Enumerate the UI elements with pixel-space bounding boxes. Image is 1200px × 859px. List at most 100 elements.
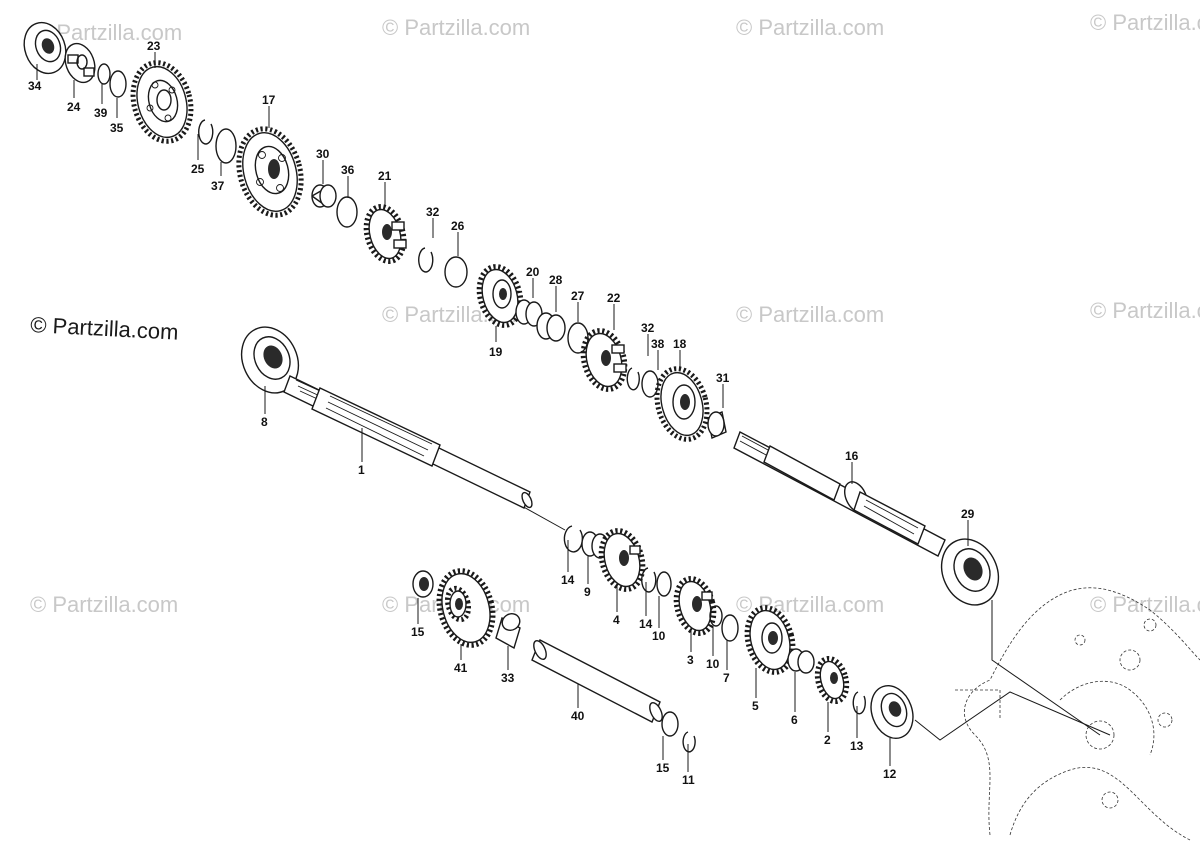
countershaft-assembly (733, 431, 1000, 606)
part-label-16: 16 (845, 449, 859, 463)
bearing-12 (870, 685, 914, 739)
part-label-8: 8 (261, 415, 268, 429)
part-label-30: 30 (316, 147, 330, 161)
watermark: © Partzilla.com (1090, 10, 1200, 35)
watermark-dark: © Partzilla.com (30, 312, 179, 345)
watermark: © Partzilla.com (736, 302, 884, 327)
part-label-20: 20 (526, 265, 540, 279)
crankcase-outline (955, 587, 1200, 841)
bearing-34 (23, 21, 67, 75)
part-label-4: 4 (613, 613, 620, 627)
shaft-40 (531, 639, 663, 723)
watermark: © Partzilla.com (736, 15, 884, 40)
dog-hub-24 (64, 42, 96, 84)
part-label-13: 13 (850, 739, 864, 753)
bushing-15 (412, 570, 434, 598)
part-label-35: 35 (110, 121, 124, 135)
bushing-33 (495, 613, 521, 650)
part-label-10: 10 (706, 657, 720, 671)
circlip-14 (563, 525, 584, 553)
gear-18 (654, 366, 710, 442)
part-label-36: 36 (341, 163, 355, 177)
part-label-7: 7 (723, 671, 730, 685)
part-label-41: 41 (454, 661, 468, 675)
gear-3 (673, 576, 717, 636)
washer-35 (109, 70, 127, 98)
washer-26 (444, 256, 468, 288)
part-label-32: 32 (426, 205, 440, 219)
idler-assembly (412, 568, 696, 753)
shaft-1 (283, 375, 533, 509)
bushing-31 (707, 411, 727, 439)
part-label-25: 25 (191, 162, 205, 176)
upper-gear-train (23, 21, 727, 442)
part-label-14: 14 (639, 617, 653, 631)
part-label-14: 14 (561, 573, 575, 587)
part-label-37: 37 (211, 179, 225, 193)
washer-10 (656, 571, 672, 597)
circlip-32 (418, 247, 434, 273)
gear-41 (436, 568, 496, 648)
part-label-3: 3 (687, 653, 694, 667)
part-label-23: 23 (147, 39, 161, 53)
washer-37 (215, 128, 237, 164)
bearing-8 (240, 326, 300, 394)
part-label-28: 28 (549, 273, 563, 287)
part-label-38: 38 (651, 337, 665, 351)
watermark: © Partzilla.com (1090, 592, 1200, 617)
gear-2 (814, 655, 850, 705)
watermarks: © Partzilla.com © Partzilla.com © Partzi… (30, 10, 1200, 617)
part-label-11: 11 (682, 773, 695, 787)
gear-5 (744, 605, 796, 675)
assembly-lines (519, 504, 1111, 741)
part-label-39: 39 (94, 106, 108, 120)
part-label-19: 19 (489, 345, 503, 359)
bushing-30 (311, 184, 337, 208)
washer-15 (661, 711, 679, 737)
circlip-32 (626, 367, 640, 391)
bearing-29 (940, 538, 1000, 606)
lower-gear-train (563, 525, 914, 739)
gear-21 (363, 204, 407, 264)
part-label-21: 21 (378, 169, 392, 183)
part-label-27: 27 (571, 289, 585, 303)
part-label-12: 12 (883, 767, 897, 781)
part-number-labels: 34 24 39 35 23 25 37 17 30 36 21 32 26 1… (28, 39, 975, 787)
watermark: © Partzilla.com (30, 592, 178, 617)
part-label-5: 5 (752, 699, 759, 713)
gear-23 (130, 60, 194, 144)
circlip-14 (641, 567, 657, 593)
part-label-32: 32 (641, 321, 655, 335)
washer-36 (336, 196, 358, 228)
part-label-10: 10 (652, 629, 666, 643)
part-label-26: 26 (451, 219, 465, 233)
part-label-33: 33 (501, 671, 515, 685)
circlip-11 (682, 731, 696, 753)
washer-10 (709, 605, 723, 627)
shaft-16 (733, 431, 946, 557)
part-label-6: 6 (791, 713, 798, 727)
leader-lines (36, 52, 969, 772)
circlip-25 (198, 119, 214, 145)
part-label-24: 24 (67, 100, 81, 114)
part-label-17: 17 (262, 93, 276, 107)
bushing-6 (787, 648, 815, 674)
main-shaft-assembly (240, 326, 533, 509)
circlip-13 (852, 691, 866, 715)
part-label-29: 29 (961, 507, 975, 521)
part-label-34: 34 (28, 79, 42, 93)
part-label-31: 31 (716, 371, 730, 385)
circlip-39 (97, 63, 111, 85)
part-label-15: 15 (656, 761, 670, 775)
part-label-15: 15 (411, 625, 425, 639)
washer-7 (721, 614, 739, 642)
part-label-22: 22 (607, 291, 621, 305)
watermark: © Partzilla.com (1090, 298, 1200, 323)
gear-22 (580, 328, 628, 392)
part-label-9: 9 (584, 585, 591, 599)
part-label-2: 2 (824, 733, 831, 747)
part-label-18: 18 (673, 337, 687, 351)
watermark: © Partzilla.com (382, 15, 530, 40)
gear-19 (476, 264, 524, 328)
